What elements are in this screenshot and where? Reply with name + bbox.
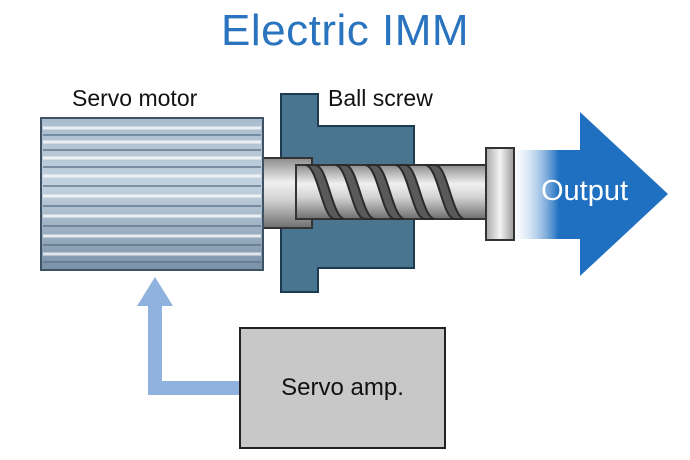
ball-screw-label: Ball screw [328, 85, 433, 111]
servo-motor-icon [40, 117, 264, 271]
feedback-arrow-icon [137, 277, 244, 395]
diagram-title: Electric IMM [221, 6, 469, 55]
servo-amp-box [239, 327, 446, 449]
ball-screw-icon [259, 147, 515, 241]
servo-amp-label: Servo amp. [281, 374, 404, 401]
servo-motor-label: Servo motor [72, 85, 198, 111]
output-arrow-icon [512, 112, 668, 276]
output-label: Output [541, 175, 629, 207]
